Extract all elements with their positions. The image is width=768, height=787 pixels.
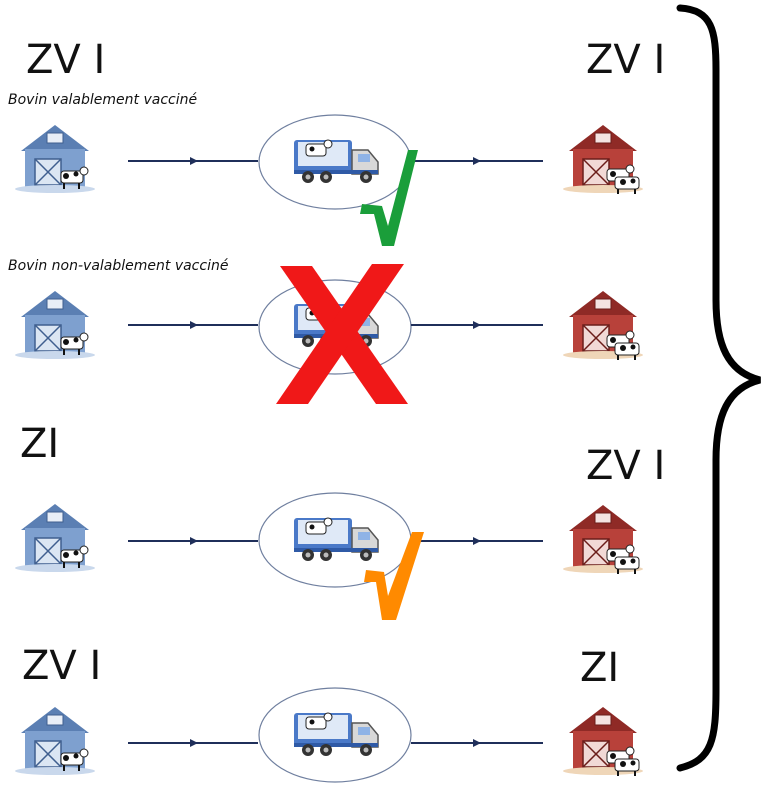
row4-origin-barn-icon [14, 706, 96, 776]
row1-origin-barn-icon [14, 124, 96, 194]
row1-arrowhead-left [190, 157, 198, 165]
row4-origin-zone: ZV I [22, 643, 102, 689]
row2-cross-mark-icon [276, 264, 408, 404]
row4-arrowhead-right [473, 739, 481, 747]
row1-origin-zone: ZV I [26, 37, 106, 83]
row3-arrowhead-right [473, 537, 481, 545]
row2-arrowhead-left [190, 321, 198, 329]
row3-destination-zone: ZV I [586, 443, 666, 489]
row1-caption: Bovin valablement vacciné [8, 92, 198, 108]
row4-destination-barn-icon [562, 706, 644, 777]
row3-arrowhead-left [190, 537, 198, 545]
right-curly-brace [676, 4, 761, 772]
row1-destination-zone: ZV I [586, 37, 666, 83]
row3-origin-zone: ZI [20, 421, 60, 467]
row1-check-mark-icon [360, 150, 418, 246]
row2-origin-barn-icon [14, 290, 96, 360]
row2-arrowhead-right [473, 321, 481, 329]
row1-destination-barn-icon [562, 124, 644, 195]
row1-arrowhead-right [473, 157, 481, 165]
row4-destination-zone: ZI [580, 645, 620, 691]
row2-destination-barn-icon [562, 290, 644, 361]
row2-caption: Bovin non-valablement vacciné [8, 258, 229, 274]
row4-arrowhead-left [190, 739, 198, 747]
row3-check-mark-icon [364, 532, 424, 620]
row3-destination-barn-icon [562, 504, 644, 575]
row3-origin-barn-icon [14, 503, 96, 573]
